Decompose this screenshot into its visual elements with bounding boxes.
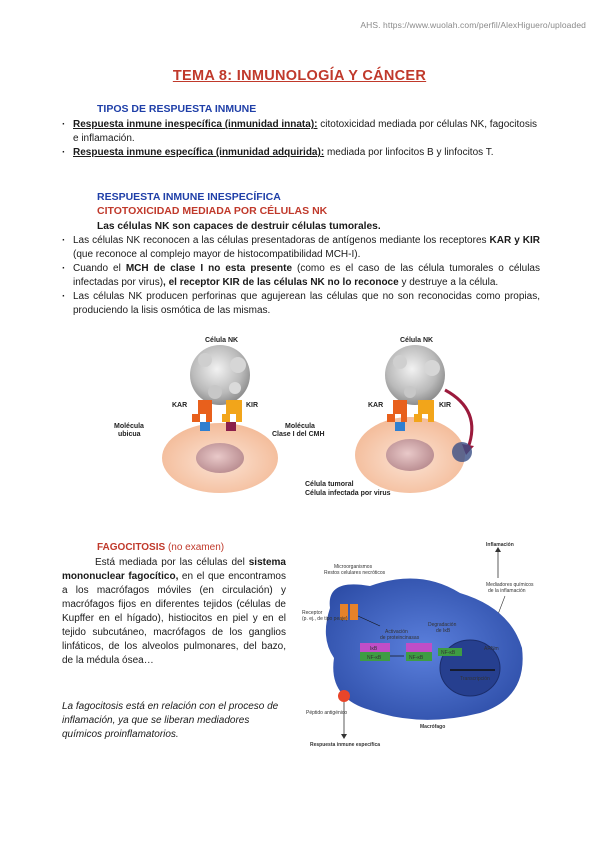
mol-clase-label-1: Molécula (285, 423, 315, 430)
fagocitosis-paragraph: Está mediada por las células del sistema… (62, 557, 286, 666)
list-item: Las células NK reconocen a las células p… (62, 234, 540, 262)
nk-left-group: Célula NK KAR KIR Molécula ubicua Molécu… (114, 337, 325, 493)
list-item: Las células NK producen perforinas que a… (62, 290, 540, 318)
kar-left-label: KAR (172, 402, 187, 409)
perforin-lysis-icon (452, 442, 472, 462)
list-item: Respuesta inmune inespecífica (inmunidad… (62, 118, 540, 146)
mol-ubicua-label-2: ubicua (118, 431, 141, 438)
watermark: AHS. https://www.wuolah.com/perfil/AlexH… (360, 20, 586, 30)
activacion-label-1: Activación (385, 629, 408, 635)
mol-ubicua-label-1: Molécula (114, 423, 144, 430)
tipos-list: Respuesta inmune inespecífica (inmunidad… (62, 118, 540, 160)
ikb-box-2 (406, 643, 432, 652)
arn-label: ARNm (484, 646, 499, 652)
tumor-label-1: Célula tumoral (305, 481, 354, 488)
subheading-nk: CITOTOXICIDAD MEDIADA POR CÉLULAS NK (97, 205, 328, 217)
page-title: TEMA 8: INMUNOLOGÍA Y CÁNCER (172, 68, 427, 84)
receptor-label-1: Receptor (302, 610, 323, 616)
nfkb-box-3 (438, 648, 462, 656)
activacion-label-2: de proteincinasas (380, 635, 420, 641)
ubiquitous-molecule (200, 422, 210, 431)
svg-text:NF-κB: NF-κB (409, 655, 424, 661)
fagocitosis-heading-row: FAGOCITOSIS (no examen) (97, 542, 224, 553)
inflamacion-label: Inflamación (486, 542, 514, 548)
macrofago-label: Macrófago (420, 724, 445, 730)
microorg-label-1: Microorganismos (334, 564, 373, 570)
ikb-box (360, 643, 390, 652)
nk-left-label: Célula NK (205, 337, 238, 344)
macrophage-figure: Inflamación Mediadores químicos de la in… (300, 538, 540, 753)
nk-lead: Las células NK son capaces de destruir c… (97, 221, 381, 232)
microorg-label-2: Restos celulares necróticos (324, 570, 386, 576)
degradacion-label-1: Degradación (428, 622, 457, 628)
resp-especifica-label: Respuesta inmune específica (310, 742, 380, 748)
mhc-class-i (226, 422, 236, 431)
kir-receptor-left (222, 400, 242, 422)
receptor-label-2: (p. ej., de tipo peaje) (302, 616, 348, 622)
svg-text:IκB: IκB (370, 646, 378, 652)
receptor-icon (340, 604, 348, 620)
section-heading-inespecifica: RESPUESTA INMUNE INESPECÍFICA (97, 191, 281, 203)
mediadores-label-1: Mediadores químicos (486, 582, 534, 588)
kir-receptor-right (414, 400, 434, 422)
kar-right-label: KAR (368, 402, 383, 409)
mediadores-label-2: de la inflamación (488, 588, 526, 594)
tumor-label-2: Célula infectada por virus (305, 490, 391, 497)
list-item: Cuando el MCH de clase I no esta present… (62, 262, 540, 290)
kar-receptor-left (192, 400, 212, 422)
svg-text:NF-κB: NF-κB (441, 650, 456, 656)
nk-cell-right (385, 345, 445, 405)
nk-right-label: Célula NK (400, 337, 433, 344)
kar-receptor-right (387, 400, 407, 422)
list-item: Respuesta inmune específica (inmunidad a… (62, 146, 540, 160)
antigen-peptide-icon (338, 690, 350, 702)
nfkb-box-2 (406, 652, 432, 661)
fagocitosis-note: (no examen) (165, 542, 225, 553)
transcripcion-label: Transcripción (460, 676, 490, 682)
nucleus-left (196, 443, 244, 473)
svg-text:NF-κB: NF-κB (367, 655, 382, 661)
nk-cell-figure: Célula NK KAR KIR Molécula ubicua Molécu… (110, 330, 500, 505)
section-heading-tipos: TIPOS DE RESPUESTA INMUNE (97, 103, 257, 115)
nfkb-box-1 (360, 652, 390, 661)
nucleus-right (386, 439, 434, 471)
fagocitosis-heading: FAGOCITOSIS (97, 542, 166, 553)
nk-right-group: Célula NK KAR KIR Célula tumoral Célula … (305, 337, 474, 497)
nk-list: Las células NK reconocen a las células p… (62, 234, 540, 318)
kir-left-label: KIR (246, 402, 258, 409)
fagocitosis-italic-note: La fagocitosis está en relación con el p… (62, 701, 279, 740)
peptido-label: Péptido antigénico (306, 710, 347, 716)
arrow-icon (444, 388, 474, 449)
kir-right-label: KIR (439, 402, 451, 409)
mol-clase-label-2: Clase I del CMH (272, 431, 325, 438)
degradacion-label-2: de IκB (436, 628, 451, 634)
